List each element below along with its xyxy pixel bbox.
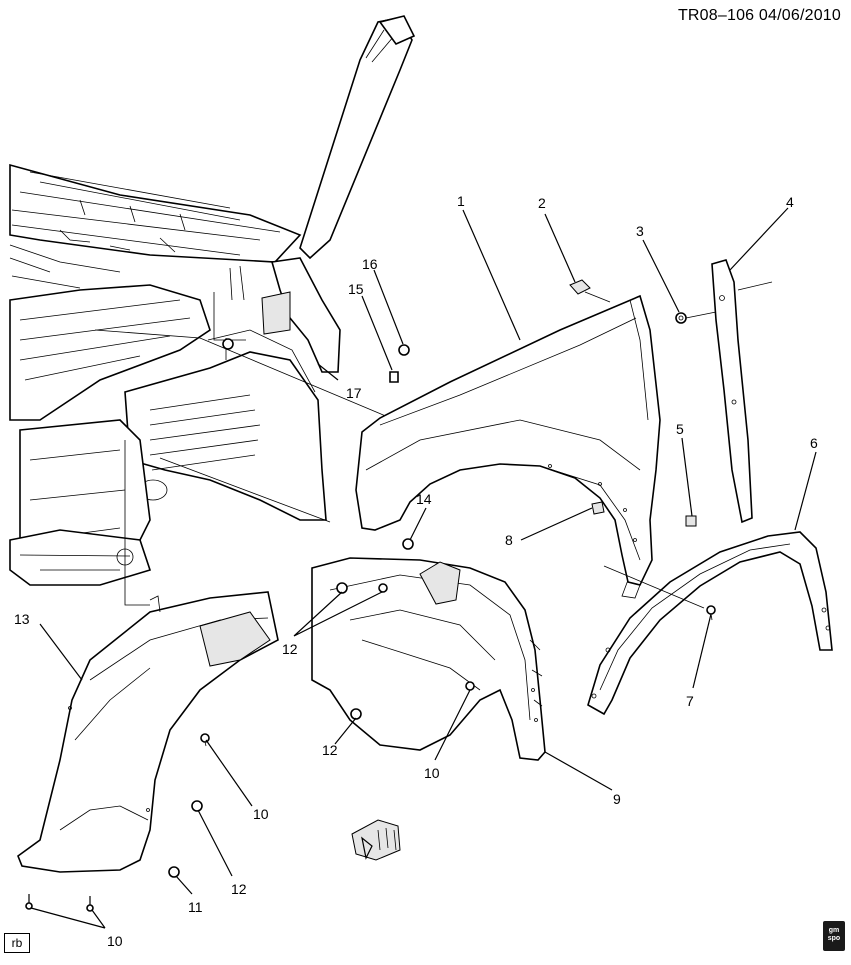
callout-12c: 12	[231, 881, 247, 897]
fender-clip-part-8	[591, 501, 605, 515]
callout-8: 8	[505, 532, 513, 548]
rear-wheelhouse-liner-part-13	[17, 591, 279, 873]
diagram-code: TR08–106 04/06/2010	[677, 7, 841, 24]
callout-4: 4	[786, 194, 794, 210]
callout-1: 1	[457, 193, 465, 209]
fender-extension-part-4	[711, 259, 773, 524]
fasteners	[25, 338, 475, 912]
callout-12b: 12	[322, 742, 338, 758]
corner-tag: rb	[4, 933, 30, 953]
badge-line-1: gm	[828, 927, 840, 934]
callout-10b: 10	[253, 806, 269, 822]
callout-16: 16	[362, 256, 378, 272]
leader-lines	[30, 207, 817, 929]
front-wheelhouse-liner-part-9	[311, 557, 546, 761]
callout-13: 13	[14, 611, 30, 627]
retainer-clip-part-5	[685, 515, 697, 527]
fender-nut-part-3	[675, 311, 717, 324]
callout-11: 11	[188, 899, 203, 915]
callout-5: 5	[676, 421, 684, 437]
badge-line-2: spo	[827, 935, 841, 942]
fender-part-1	[355, 294, 661, 599]
push-pin-part-7	[603, 565, 716, 621]
wheel-opening-molding-part-6	[587, 531, 833, 716]
gm-spo-logo: gm spo	[823, 921, 845, 951]
callout-14: 14	[416, 491, 432, 507]
callout-2: 2	[538, 195, 546, 211]
callout-3: 3	[636, 223, 644, 239]
body-structure	[9, 15, 416, 606]
callout-17: 17	[346, 385, 362, 401]
callout-15: 15	[348, 281, 364, 297]
callout-6: 6	[810, 435, 818, 451]
fender-clip-part-2	[569, 279, 611, 303]
callout-7: 7	[686, 693, 694, 709]
callout-labels: 1 2 3 4 5 6 7 8 9 10 10 10 11 12 12 12 1…	[14, 193, 818, 949]
callout-9: 9	[613, 791, 621, 807]
callout-10c: 10	[107, 933, 123, 949]
callout-12a: 12	[282, 641, 298, 657]
callout-10a: 10	[424, 765, 440, 781]
